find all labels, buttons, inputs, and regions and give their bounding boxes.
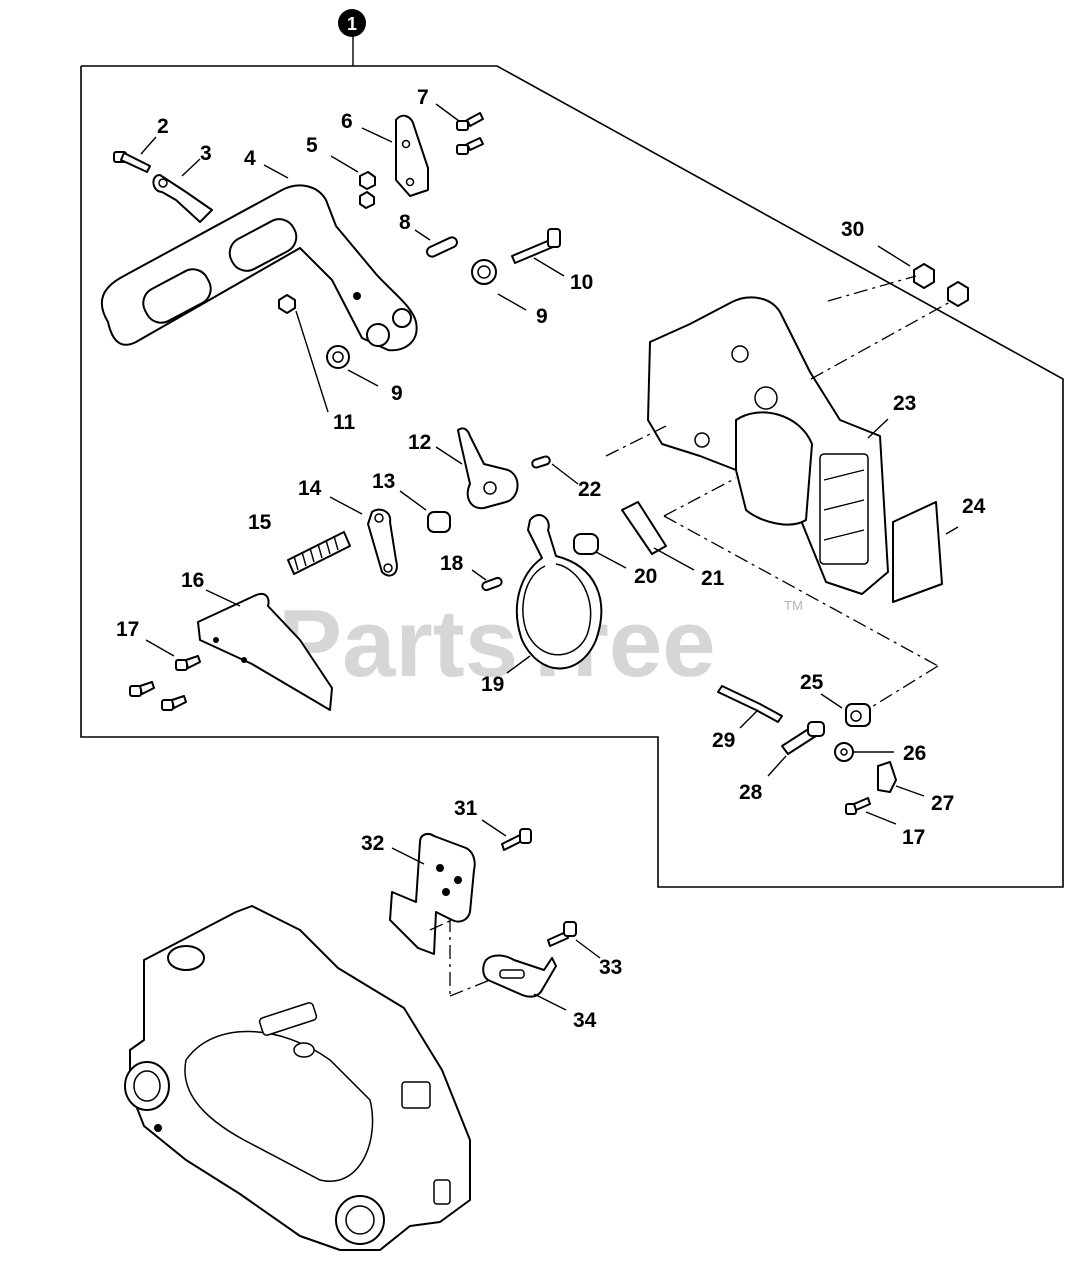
callout-6[interactable]: 6	[341, 110, 353, 133]
part-9-washer-upper[interactable]	[471, 259, 497, 285]
part-18-pin[interactable]	[481, 576, 503, 592]
callout-22[interactable]: 22	[578, 478, 601, 501]
leader-lines	[140, 103, 959, 1011]
part-17-screw[interactable]	[129, 655, 201, 711]
part-31-screw[interactable]	[501, 828, 532, 851]
callout-28[interactable]: 28	[739, 781, 763, 804]
part-30-nut[interactable]	[913, 263, 969, 307]
part-10-bolt[interactable]	[511, 228, 561, 264]
part-8-pin[interactable]	[425, 236, 458, 259]
part-28-adjuster[interactable]	[781, 721, 825, 755]
assembly-boundary	[80, 65, 1064, 888]
callout-5[interactable]: 5	[306, 134, 318, 157]
watermark-text: PartsTree	[278, 590, 716, 697]
part-33-screw[interactable]	[547, 921, 577, 947]
part-34-lever[interactable]	[482, 954, 557, 998]
part-23-sprocket-cover[interactable]	[647, 296, 889, 595]
callout-7[interactable]: 7	[417, 86, 429, 109]
alignment-lines	[429, 275, 951, 997]
callout-30[interactable]: 30	[841, 218, 864, 241]
crankcase	[124, 905, 471, 1251]
assembly-marker-label: 1	[347, 14, 357, 34]
callout-labels: 2 3 4 5 6 7 8 9 9 10 11 12 13 14 15 16 1…	[116, 86, 986, 1032]
assembly-marker[interactable]: 1	[338, 9, 366, 37]
callout-15[interactable]: 15	[248, 511, 272, 534]
callout-18[interactable]: 18	[440, 552, 464, 575]
callout-14[interactable]: 14	[298, 477, 322, 500]
callout-2[interactable]: 2	[157, 115, 169, 138]
part-15-spring[interactable]	[287, 531, 351, 575]
callout-16[interactable]: 16	[181, 569, 204, 592]
callout-3[interactable]: 3	[200, 142, 212, 165]
part-21-pad[interactable]	[621, 501, 667, 555]
part-2-screw[interactable]	[113, 151, 151, 173]
part-22-pin[interactable]	[531, 455, 551, 469]
part-16-bracket[interactable]	[197, 592, 333, 711]
callout-11[interactable]: 11	[333, 411, 356, 434]
callout-12[interactable]: 12	[408, 431, 431, 454]
callout-4[interactable]: 4	[244, 147, 256, 170]
callout-21[interactable]: 21	[701, 567, 725, 590]
callout-32[interactable]: 32	[361, 832, 384, 855]
callout-33[interactable]: 33	[599, 956, 622, 979]
callout-27[interactable]: 27	[931, 792, 954, 815]
part-25-nut[interactable]	[845, 703, 871, 727]
callout-19[interactable]: 19	[481, 673, 504, 696]
callout-34[interactable]: 34	[573, 1009, 597, 1032]
callout-31[interactable]: 31	[454, 797, 478, 820]
part-3-plate[interactable]	[152, 174, 213, 223]
part-26-washer[interactable]	[834, 742, 854, 762]
part-24-label[interactable]	[892, 501, 943, 603]
part-4-guard-bar[interactable]	[100, 184, 418, 352]
part-29-screw[interactable]	[717, 685, 783, 723]
part-19-brake-band[interactable]	[515, 514, 603, 670]
callout-25[interactable]: 25	[800, 671, 824, 694]
part-20-bushing[interactable]	[573, 533, 599, 555]
callout-17-left[interactable]: 17	[116, 618, 139, 641]
callout-20[interactable]: 20	[634, 565, 657, 588]
part-6-bracket[interactable]	[395, 114, 429, 197]
callout-26[interactable]: 26	[903, 742, 926, 765]
callout-29[interactable]: 29	[712, 729, 735, 752]
watermark-trademark: TM	[784, 598, 803, 613]
callout-10[interactable]: 10	[570, 271, 593, 294]
part-14-link[interactable]	[367, 508, 398, 577]
part-5-nut[interactable]	[359, 171, 376, 209]
callout-17-right[interactable]: 17	[902, 826, 925, 849]
part-13-bushing[interactable]	[427, 511, 451, 533]
callout-8[interactable]: 8	[399, 211, 411, 234]
callout-9-lower[interactable]: 9	[391, 382, 403, 405]
callout-9-upper[interactable]: 9	[536, 305, 548, 328]
part-32-plate[interactable]	[389, 833, 476, 955]
part-7-screw[interactable]	[456, 112, 484, 155]
part-17-screw-right[interactable]	[845, 797, 871, 815]
part-11-nut[interactable]	[278, 294, 296, 314]
callout-23[interactable]: 23	[893, 392, 916, 415]
part-9-washer-lower[interactable]	[326, 345, 350, 369]
part-27-clip[interactable]	[877, 761, 897, 793]
callout-13[interactable]: 13	[372, 470, 395, 493]
callout-24[interactable]: 24	[962, 495, 986, 518]
part-12-lever[interactable]	[457, 427, 519, 510]
